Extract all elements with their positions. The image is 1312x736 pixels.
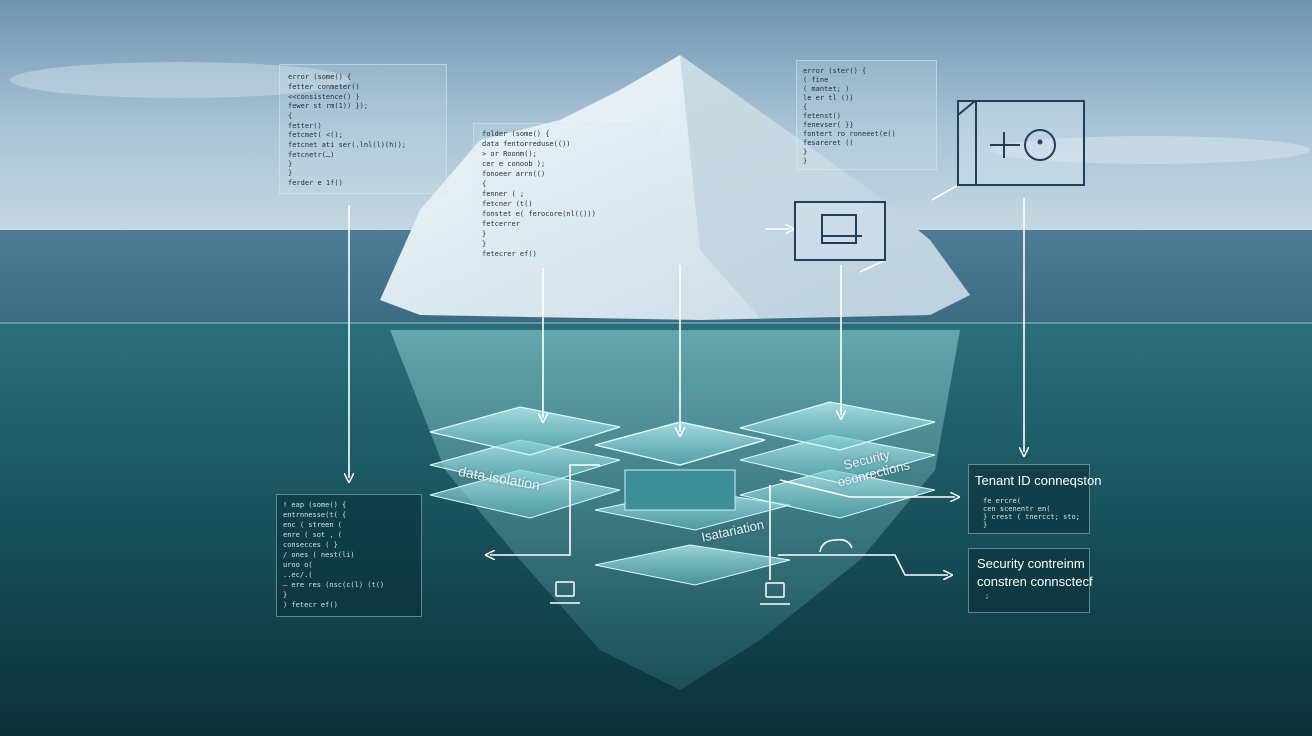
code-panel-bottom-left: ! eap (some() { entrnnesse(t( { enc ( st… <box>276 494 422 617</box>
layer-stack-left <box>429 406 621 519</box>
code-lines: error (ster() { ( fine ( mantet; ) le er… <box>803 67 896 165</box>
arrow-left-out <box>490 464 600 555</box>
tenant-id-title: Tenant ID conneqston <box>975 473 1102 488</box>
security-constraint-title: Security contreinm <box>977 556 1085 571</box>
node-box <box>957 100 1085 186</box>
device-box <box>794 201 886 261</box>
cloud <box>990 136 1310 164</box>
code-panel-top-left: error (some() { fetter conmeter() <<cons… <box>279 64 447 194</box>
arrow-to-security <box>778 554 948 575</box>
code-lines: ; <box>985 592 990 600</box>
laptop-icon <box>760 582 790 605</box>
arrow-to-tenant <box>779 479 955 497</box>
layer-stack-center <box>594 421 791 586</box>
cloud <box>10 62 350 98</box>
code-lines: error (some() { fetter conmeter() <<cons… <box>288 73 407 187</box>
constraint-connected-title: constren connsctecf <box>977 574 1093 589</box>
iceberg-shadow-face <box>680 55 970 318</box>
device-link <box>859 259 886 273</box>
laptop-icon <box>550 581 580 604</box>
tenant-id-panel: Tenant ID conneqston fe ercre( cen scene… <box>968 464 1101 534</box>
code-lines: folder (some() { data fentorreduse(()) >… <box>482 130 596 258</box>
code-lines: fe ercre( cen scenentr en( } crest ( tne… <box>983 497 1080 529</box>
server-block <box>624 469 736 511</box>
code-lines: ! eap (some() { entrnnesse(t( { enc ( st… <box>283 501 385 609</box>
security-constraint-panel: Security contreinm constren connsctecf ; <box>968 548 1093 613</box>
box-link <box>931 184 959 201</box>
connector-lines <box>349 184 1024 580</box>
code-panel-top-right: error (ster() { ( fine ( mantet; ) le er… <box>796 60 937 170</box>
code-panel-top-center: folder (some() { data fentorreduse(()) >… <box>473 123 659 263</box>
cloud-shape <box>819 538 853 553</box>
